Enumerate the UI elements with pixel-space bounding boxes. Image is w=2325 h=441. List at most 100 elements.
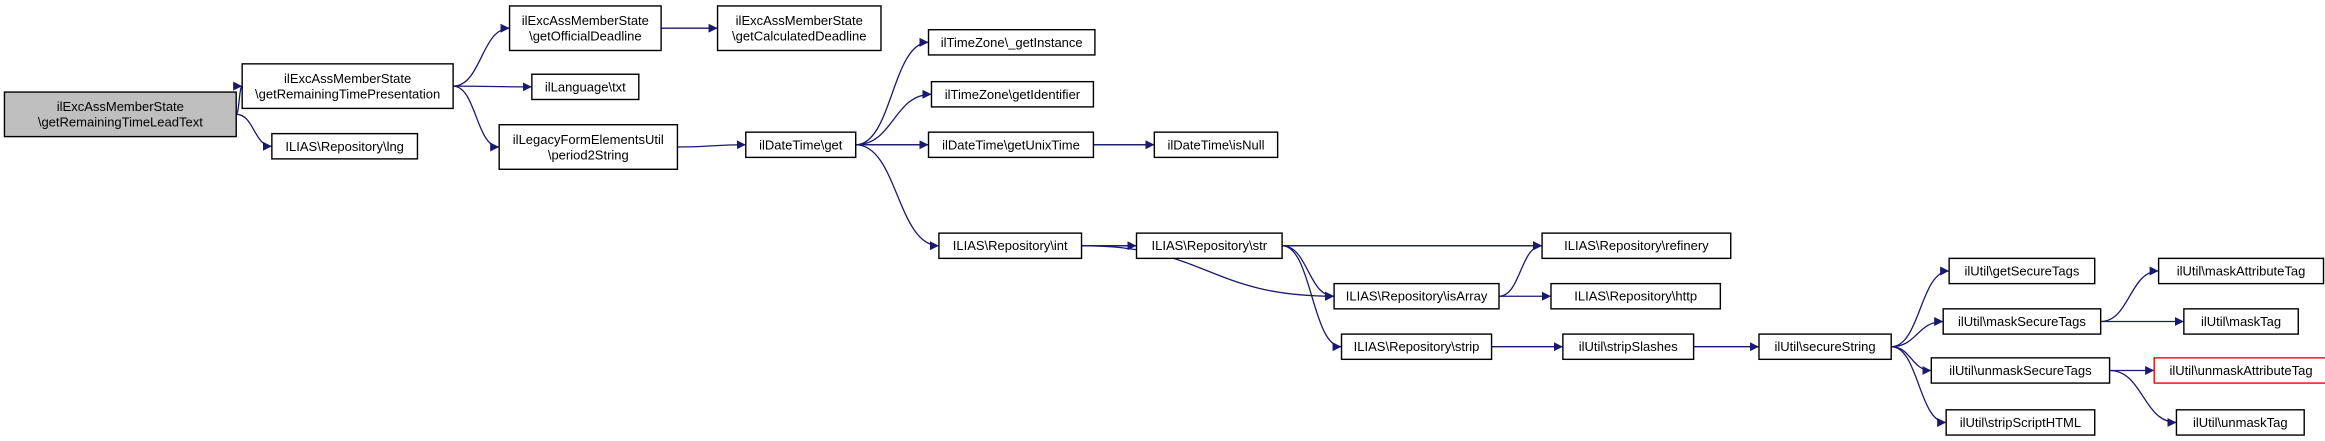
node-label: ilTimeZone\getIdentifier <box>945 87 1081 102</box>
node-label: ilUtil\maskTag <box>2201 314 2281 329</box>
node-label: ilExcAssMemberState <box>736 13 863 28</box>
node-util_getSecureTags[interactable]: ilUtil\getSecureTags <box>1948 257 2096 285</box>
node-label: ilUtil\unmaskTag <box>2193 415 2288 430</box>
edge-dt_get-to-repo_int <box>855 144 939 251</box>
node-label: ilExcAssMemberState <box>284 71 411 86</box>
node-tz_getInstance[interactable]: ilTimeZone\_getInstance <box>927 28 1096 56</box>
node-util_maskTag[interactable]: ilUtil\maskTag <box>2183 308 2299 335</box>
edge-dt_get-to-tz_getIdentifier <box>855 89 932 146</box>
node-repo_lng[interactable]: ILIAS\Repository\lng <box>271 132 419 160</box>
node-label: ilUtil\unmaskAttributeTag <box>2170 363 2313 378</box>
node-box <box>1948 257 2096 285</box>
edge-repo_str-to-repo_isArray <box>1282 245 1335 301</box>
node-label: \getOfficialDeadline <box>529 28 642 43</box>
node-box <box>508 5 662 52</box>
node-box <box>1942 308 2102 335</box>
node-label: ilUtil\unmaskSecureTags <box>1949 363 2092 378</box>
node-box <box>1930 357 2111 384</box>
node-label: ILIAS\Repository\refinery <box>1564 238 1709 253</box>
edge-util_secureString-to-util_getSecureTags <box>1891 266 1950 348</box>
node-label: ilUtil\stripSlashes <box>1579 339 1678 354</box>
node-util_unmaskSecureTags[interactable]: ilUtil\unmaskSecureTags <box>1930 357 2111 384</box>
node-repo_int[interactable]: ILIAS\Repository\int <box>938 232 1083 260</box>
node-repo_isArray[interactable]: ILIAS\Repository\isArray <box>1333 282 1500 310</box>
node-label: ilDateTime\getUnixTime <box>942 137 1080 152</box>
node-repo_refinery[interactable]: ILIAS\Repository\refinery <box>1541 232 1732 260</box>
node-util_maskAttributeTag[interactable]: ilUtil\maskAttributeTag <box>2157 257 2325 285</box>
node-util_stripScriptHTML[interactable]: ilUtil\stripScriptHTML <box>1945 409 2096 436</box>
node-box <box>241 63 454 110</box>
edge-repo_int-to-repo_isArray <box>1081 245 1335 301</box>
node-label: ilTimeZone\_getInstance <box>941 35 1083 50</box>
node-getCalculatedDeadline[interactable]: ilExcAssMemberState\getCalculatedDeadlin… <box>716 5 882 52</box>
edge-getRemainingTimePresentation-to-period2String <box>453 85 500 152</box>
node-label: ilDateTime\get <box>759 137 843 152</box>
node-label: ILIAS\Repository\lng <box>285 139 404 154</box>
node-label: ilUtil\getSecureTags <box>1964 263 2079 278</box>
node-box <box>1135 232 1283 260</box>
node-box <box>1340 333 1493 361</box>
node-label: \getCalculatedDeadline <box>732 28 866 43</box>
node-label: ilDateTime\isNull <box>1167 137 1264 152</box>
node-dt_getUnixTime[interactable]: ilDateTime\getUnixTime <box>927 131 1095 159</box>
edge-util_unmaskSecureTags-to-util_unmaskTag <box>2109 369 2177 427</box>
node-label: ILIAS\Repository\http <box>1574 289 1697 304</box>
node-label: ilLanguage\txt <box>545 79 626 94</box>
node-box <box>3 91 237 138</box>
node-period2String[interactable]: ilLegacyFormElementsUtil\period2String <box>498 124 679 170</box>
edge-util_secureString-to-util_stripScriptHTML <box>1891 346 1947 427</box>
node-box <box>745 131 857 159</box>
node-label: ilUtil\secureString <box>1775 339 1876 354</box>
node-label: ILIAS\Repository\isArray <box>1346 289 1488 304</box>
node-box <box>927 131 1095 159</box>
node-label: ILIAS\Repository\str <box>1151 238 1267 253</box>
node-box <box>498 124 679 170</box>
node-label: ilUtil\stripScriptHTML <box>1960 415 2081 430</box>
node-box <box>716 5 882 52</box>
node-repo_http[interactable]: ILIAS\Repository\http <box>1550 282 1722 310</box>
node-box <box>1541 232 1732 260</box>
node-getRemainingTimePresentation[interactable]: ilExcAssMemberState\getRemainingTimePres… <box>241 63 454 110</box>
node-repo_strip[interactable]: ILIAS\Repository\strip <box>1340 333 1493 361</box>
node-label: \getRemainingTimeLeadText <box>38 115 203 130</box>
edge-root-to-repo_lng <box>236 113 272 151</box>
node-util_maskSecureTags[interactable]: ilUtil\maskSecureTags <box>1942 308 2102 335</box>
node-root[interactable]: ilExcAssMemberState\getRemainingTimeLead… <box>3 91 237 138</box>
node-label: ilLegacyFormElementsUtil <box>513 132 664 147</box>
node-util_secureString[interactable]: ilUtil\secureString <box>1758 333 1892 361</box>
node-box <box>271 132 419 160</box>
nodes-layer: ilExcAssMemberState\getRemainingTimeLead… <box>3 5 2325 436</box>
node-box <box>927 28 1096 56</box>
node-label: ILIAS\Repository\strip <box>1354 339 1480 354</box>
node-getOfficialDeadline[interactable]: ilExcAssMemberState\getOfficialDeadline <box>508 5 662 52</box>
node-box <box>930 80 1095 108</box>
edge-dt_get-to-tz_getInstance <box>855 37 929 146</box>
node-box <box>2157 257 2325 285</box>
node-lang_txt[interactable]: ilLanguage\txt <box>531 73 640 101</box>
node-label: ilExcAssMemberState <box>522 13 649 28</box>
node-util_unmaskTag[interactable]: ilUtil\unmaskTag <box>2175 409 2305 436</box>
node-util_unmaskAttributeTag[interactable]: ilUtil\unmaskAttributeTag <box>2153 357 2325 384</box>
node-box <box>2153 357 2325 384</box>
node-label: \period2String <box>548 147 629 162</box>
node-tz_getIdentifier[interactable]: ilTimeZone\getIdentifier <box>930 80 1095 108</box>
node-label: ilExcAssMemberState <box>57 99 184 114</box>
node-util_stripSlashes[interactable]: ilUtil\stripSlashes <box>1562 333 1695 361</box>
node-box <box>1562 333 1695 361</box>
node-box <box>1945 409 2096 436</box>
node-box <box>938 232 1083 260</box>
node-box <box>2175 409 2305 436</box>
node-box <box>2183 308 2299 335</box>
node-box <box>1153 131 1279 159</box>
node-dt_isNull[interactable]: ilDateTime\isNull <box>1153 131 1279 159</box>
node-label: ILIAS\Repository\int <box>953 238 1068 253</box>
edge-util_maskSecureTags-to-util_maskAttributeTag <box>2100 266 2159 323</box>
edges-layer <box>233 23 2184 427</box>
node-box <box>1333 282 1500 310</box>
edge-getRemainingTimePresentation-to-lang_txt <box>453 82 532 92</box>
edge-root-to-getRemainingTimePresentation <box>233 81 243 115</box>
node-repo_str[interactable]: ILIAS\Repository\str <box>1135 232 1283 260</box>
edge-repo_str-to-repo_strip <box>1282 245 1342 352</box>
node-dt_get[interactable]: ilDateTime\get <box>745 131 857 159</box>
